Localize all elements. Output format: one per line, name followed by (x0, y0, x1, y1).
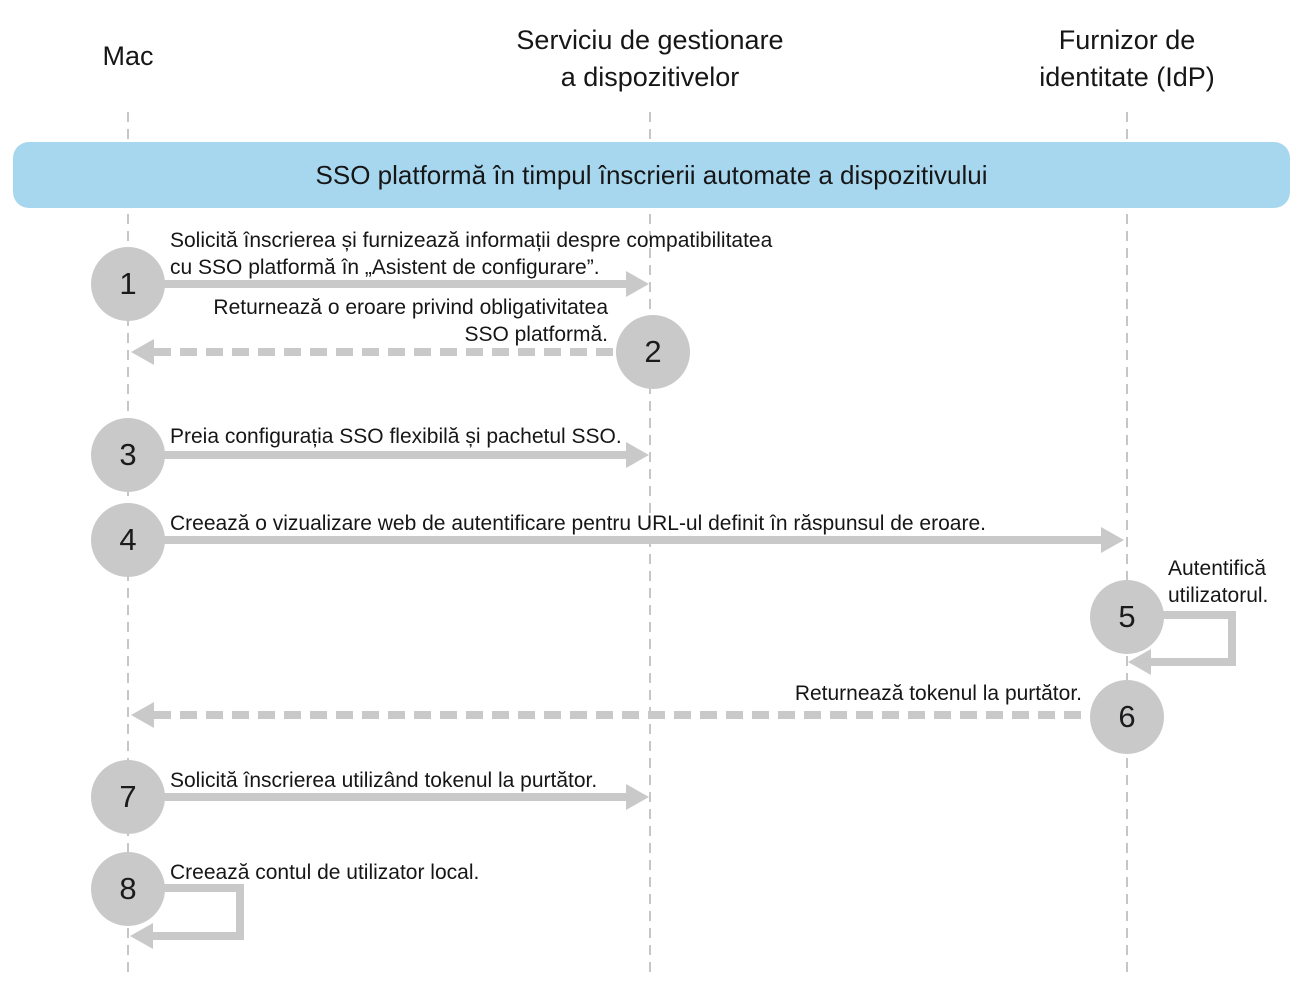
step3-arrow (163, 451, 626, 459)
step3-arrowhead-right-icon (626, 442, 649, 468)
step6-message-line1: Returnează tokenul la purtător. (794, 682, 1082, 705)
step8-circle: 8 (91, 852, 165, 926)
step3-circle: 3 (91, 418, 165, 492)
step5-message-line1: Autentifică (1168, 557, 1267, 580)
step4-arrow (163, 536, 1101, 544)
title-banner-text: SSO platformă în timpul înscrierii autom… (315, 159, 988, 190)
step6-arrow (154, 711, 1090, 719)
step8-self-loop (150, 884, 244, 940)
step7-arrow (163, 793, 626, 801)
step2-message: Returnează o eroare privind obligativita… (208, 294, 608, 348)
step1-message: Solicită înscrierea și furnizează inform… (170, 227, 772, 281)
step2-message-line2: SSO platformă. (464, 323, 608, 346)
actor-idp-line2: identitate (IdP) (1039, 62, 1215, 92)
step8-message-line1: Creează contul de utilizator local. (170, 861, 480, 884)
step5-message: Autentifică utilizatorul. (1168, 555, 1268, 609)
lifeline-idp (1126, 112, 1128, 975)
actor-label-device-management: Serviciu de gestionare a dispozitivelor (450, 22, 850, 96)
step5-message-line2: utilizatorul. (1168, 584, 1269, 607)
step7-circle: 7 (91, 760, 165, 834)
step3-message-line1: Preia configurația SSO flexibilă și pach… (170, 425, 622, 448)
step4-message: Creează o vizualizare web de autentifica… (170, 510, 986, 537)
step1-arrow (163, 280, 626, 288)
step2-arrow (154, 348, 616, 356)
step8-arrowhead-left-icon (130, 923, 153, 949)
step3-message: Preia configurația SSO flexibilă și pach… (170, 423, 622, 450)
step6-circle: 6 (1090, 680, 1164, 754)
step4-message-line1: Creează o vizualizare web de autentifica… (170, 512, 986, 535)
actor-mdm-line2: a dispozitivelor (560, 62, 740, 92)
actor-idp-line1: Furnizor de (1058, 25, 1196, 55)
step4-arrowhead-right-icon (1101, 527, 1124, 553)
step6-arrowhead-left-icon (131, 702, 154, 728)
step5-self-loop (1150, 611, 1236, 666)
step7-message-line1: Solicită înscrierea utilizând tokenul la… (170, 769, 598, 792)
title-banner: SSO platformă în timpul înscrierii autom… (13, 142, 1290, 208)
step2-circle: 2 (616, 315, 690, 389)
step4-circle: 4 (91, 503, 165, 577)
actor-label-mac: Mac (28, 38, 228, 75)
step7-arrowhead-right-icon (626, 784, 649, 810)
step2-message-line1: Returnează o eroare privind obligativita… (213, 296, 608, 319)
step1-message-line1: Solicită înscrierea și furnizează inform… (170, 229, 773, 252)
actor-mdm-line1: Serviciu de gestionare (516, 25, 784, 55)
actor-label-idp: Furnizor de identitate (IdP) (927, 22, 1303, 96)
step1-circle: 1 (91, 247, 165, 321)
step1-arrowhead-right-icon (626, 271, 649, 297)
actor-mac-text: Mac (102, 41, 154, 71)
step5-circle: 5 (1090, 580, 1164, 654)
step8-message: Creează contul de utilizator local. (170, 859, 479, 886)
step5-arrowhead-left-icon (1128, 649, 1151, 675)
step1-message-line2: cu SSO platformă în „Asistent de configu… (170, 256, 600, 279)
step2-arrowhead-left-icon (131, 339, 154, 365)
step7-message: Solicită înscrierea utilizând tokenul la… (170, 767, 597, 794)
step6-message: Returnează tokenul la purtător. (682, 680, 1082, 707)
